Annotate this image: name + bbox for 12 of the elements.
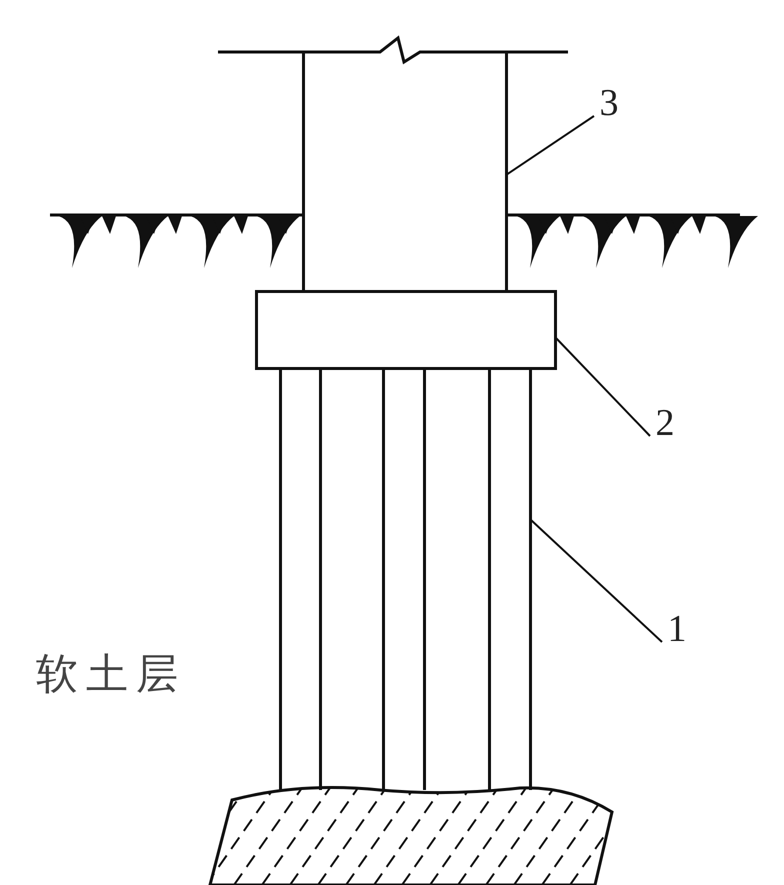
- leader-line: [530, 519, 663, 643]
- leader-line: [505, 115, 595, 176]
- callout-number: 1: [660, 610, 694, 650]
- callout-number: 2: [648, 404, 682, 444]
- pile: [279, 370, 322, 790]
- leader-line: [555, 337, 651, 437]
- callout-number: 3: [592, 84, 626, 124]
- pile-cap: [255, 290, 557, 370]
- pile: [488, 370, 532, 790]
- column: [302, 52, 508, 290]
- soil-layer-label: 软土层: [36, 648, 186, 700]
- pile: [382, 370, 426, 790]
